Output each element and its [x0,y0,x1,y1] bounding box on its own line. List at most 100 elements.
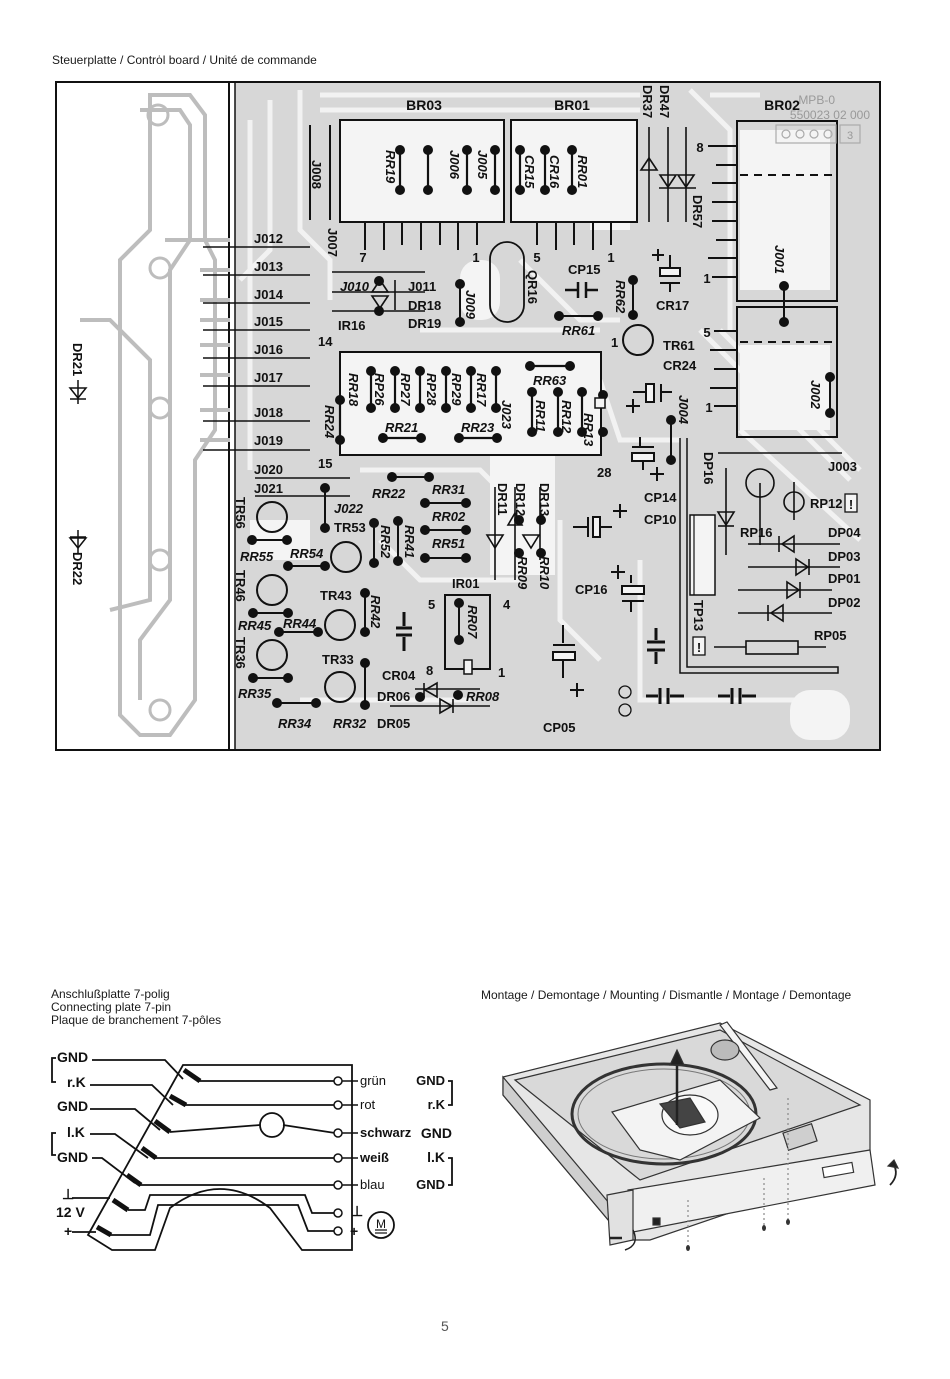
label-tp13: TP13 [691,600,706,631]
label-j022: J022 [334,501,364,516]
label-rr63: RR63 [533,373,567,388]
wire-color-rot: rot [360,1097,376,1112]
label-rr31: RR31 [432,482,465,497]
connecting-plate-title-en: Connecting plate 7-pin [51,1000,172,1014]
pin-ic-14: 14 [318,334,333,349]
label-rp05: RP05 [814,628,847,643]
ic-jumpers [338,364,584,440]
label-dr47: DR47 [657,85,672,118]
label-j008: J008 [309,160,324,189]
label-tr46: TR46 [233,570,248,602]
label-rr12: RR12 [559,400,574,434]
pin-ic-15: 15 [318,456,332,471]
label-rr09: RR09 [515,556,530,590]
motor-symbol: M [376,1217,386,1231]
motor-plus: + [350,1223,358,1239]
label-dr57: DR57 [690,195,705,228]
supply-plus: + [64,1223,72,1239]
label-j003: J003 [828,459,857,474]
pin-br03-7: 7 [359,250,366,265]
label-j018: J018 [254,405,283,420]
label-cp14: CP14 [644,490,677,505]
label-j017: J017 [254,370,283,385]
label-tr36: TR36 [233,637,248,669]
br-jumpers [398,150,574,190]
label-rp16: RP16 [740,525,773,540]
label-j001: J001 [772,245,787,274]
label-j007: J007 [325,228,340,257]
label-br03: BR03 [406,97,442,113]
label-dp02: DP02 [828,595,861,610]
label-j014: J014 [254,287,284,302]
label-tr33: TR33 [322,652,354,667]
label-cp16: CP16 [575,582,608,597]
test-pads [618,685,632,717]
label-cp05: CP05 [543,720,576,735]
label-dr22: DR22 [70,552,85,585]
label-j005: J005 [475,150,490,180]
pin-br02-1: 1 [703,271,710,286]
mounting-holes [146,103,172,722]
label-rr02: RR02 [432,509,466,524]
label-dp01: DP01 [828,571,861,586]
label-rr24: RR24 [322,405,337,439]
left-label-gnd-1: GND [57,1049,88,1065]
label-rp28: RP28 [424,373,439,406]
warning-markers [692,493,858,656]
label-tr53: TR53 [334,520,366,535]
pin-br02-8: 8 [696,140,703,155]
connection-strip [80,93,230,737]
board-outline [55,81,881,751]
label-j010: J010 [340,279,370,294]
label-rr62: RR62 [613,280,628,314]
label-rp26: RP26 [372,373,387,406]
supply-minus: ⊥ [62,1186,74,1202]
cp15-capacitor [565,282,598,298]
br01-block [510,119,638,223]
wire-signal-schwarz: GND [421,1125,452,1141]
label-cp15: CP15 [568,262,601,277]
board-marking-pads [775,124,861,144]
label-rr51: RR51 [432,536,465,551]
left-label-lk: l.K [67,1124,85,1140]
pin-ir01-4: 4 [503,597,511,612]
label-rr34: RR34 [278,716,312,731]
pin-bp01-5: 5 [703,325,710,340]
label-rr61: RR61 [562,323,595,338]
ceramic-caps [396,612,756,704]
label-rr44: RR44 [283,616,317,631]
transistors [256,501,362,703]
jumper-lines [203,246,350,497]
pin-br01-5: 5 [533,250,540,265]
ic-pads [335,361,608,445]
wire-signal-blau: GND [416,1177,445,1192]
wire-color-schwarz: schwarz [360,1125,412,1140]
label-dr21: DR21 [70,343,85,376]
label-dp16: DP16 [701,452,716,485]
pin-br01-1: 1 [607,250,614,265]
bp01-block [736,306,838,438]
label-dr37: DR37 [640,85,655,118]
label-rr22: RR22 [372,486,406,501]
wire-color-blau: blau [360,1177,385,1192]
label-rr35: RR35 [238,686,272,701]
label-rr21: RR21 [385,420,418,435]
label-j023: J023 [499,400,514,430]
label-j004: J004 [676,395,691,425]
svg-text:!: ! [849,497,853,512]
label-ir16: IR16 [338,318,365,333]
label-dp03: DP03 [828,549,861,564]
pin-tr61-1: 1 [611,335,618,350]
br03-block [339,119,505,223]
wire-color-weiss: weiß [359,1150,389,1165]
label-cr15: CR15 [522,155,537,189]
label-rr01: RR01 [575,155,590,188]
pin-br03-1: 1 [472,250,479,265]
label-qr16: QR16 [525,270,540,304]
wire-signal-rot: r.K [428,1097,446,1112]
label-tr43: TR43 [320,588,352,603]
board-marking-3: 3 [847,130,853,142]
label-cr24: CR24 [663,358,697,373]
pin-ir01-5: 5 [428,597,435,612]
qr16-crystal [489,241,525,323]
